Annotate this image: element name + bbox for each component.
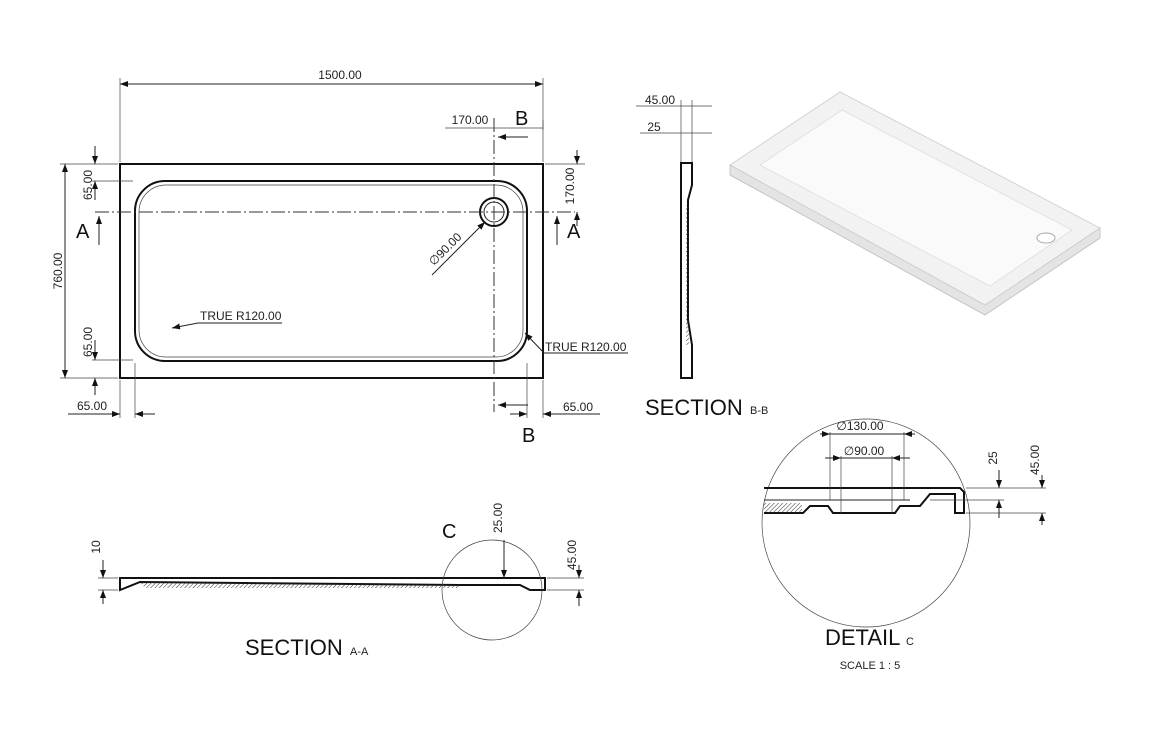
section-aa-view: 10 25.00 45.00 C SECTION A-A xyxy=(89,503,584,660)
dim-drain-diameter: ∅90.00 xyxy=(426,230,465,269)
dim-detail-outer-diameter: ∅130.00 xyxy=(836,419,883,433)
section-aa-suffix: A-A xyxy=(350,646,369,658)
dim-rim-right: 65.00 xyxy=(563,400,593,414)
dim-detail-45: 45.00 xyxy=(1028,445,1042,475)
tray-basin xyxy=(134,180,528,362)
dim-section-aa-10: 10 xyxy=(89,540,103,554)
drain-icon-iso xyxy=(1036,232,1056,244)
plan-view: 1500.00 170.00 B 170.00 A A 760.00 65.00… xyxy=(51,68,628,447)
dim-section-aa-45: 45.00 xyxy=(565,540,579,570)
detail-c-scale: SCALE 1 : 5 xyxy=(840,660,901,672)
section-b-label-top: B xyxy=(515,108,528,130)
section-aa-title: SECTION xyxy=(245,635,343,660)
dim-rim-left: 65.00 xyxy=(77,399,107,413)
section-a-label-right: A xyxy=(567,221,581,243)
section-bb-view: 45.00 25 SECTION B-B xyxy=(636,93,768,420)
detail-c-circle xyxy=(441,539,543,641)
isometric-view xyxy=(729,91,1101,316)
dim-drain-offset-y: 170.00 xyxy=(563,167,577,204)
label-radius-right: TRUE R120.00 xyxy=(545,340,627,354)
dim-drain-offset-x: 170.00 xyxy=(452,113,489,127)
dim-detail-25: 25 xyxy=(986,451,1000,465)
section-bb-title: SECTION xyxy=(645,395,743,420)
dim-section-aa-25: 25.00 xyxy=(491,503,505,533)
section-a-label-left: A xyxy=(76,221,90,243)
detail-c-title: DETAIL xyxy=(825,625,900,650)
dim-rim-top: 65.00 xyxy=(81,170,95,200)
section-bb-suffix: B-B xyxy=(750,405,768,417)
dim-overall-length: 1500.00 xyxy=(318,68,362,82)
dim-section-bb-total: 45.00 xyxy=(645,93,675,107)
detail-c-view: ∅130.00 ∅90.00 25 45.00 DETAIL C SCALE 1… xyxy=(761,418,1046,672)
detail-c-suffix: C xyxy=(906,636,914,648)
section-b-label-bottom: B xyxy=(522,425,535,447)
dim-section-bb-inner: 25 xyxy=(647,120,661,134)
dim-overall-width: 760.00 xyxy=(51,252,65,289)
detail-c-label: C xyxy=(442,521,456,543)
dim-detail-inner-diameter: ∅90.00 xyxy=(844,444,885,458)
dim-rim-bottom: 65.00 xyxy=(81,327,95,357)
label-radius-left: TRUE R120.00 xyxy=(200,309,282,323)
tray-outline xyxy=(119,163,544,379)
